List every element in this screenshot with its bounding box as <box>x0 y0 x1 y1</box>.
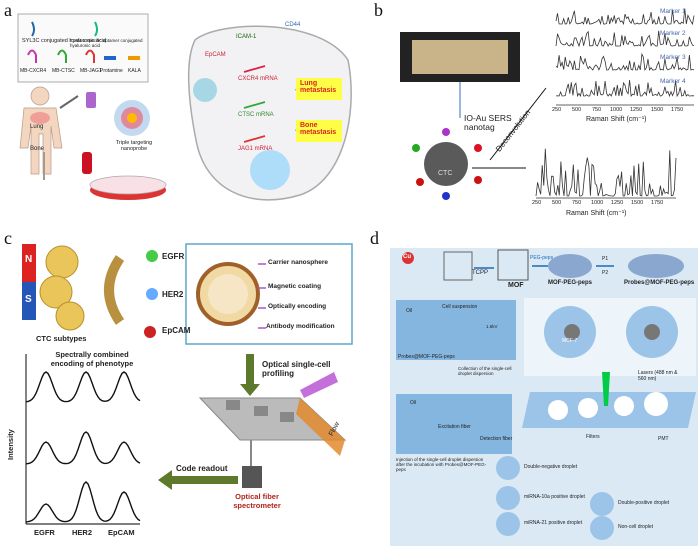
d-detection: Detection fiber <box>480 436 513 442</box>
marker-4: Marker 4 <box>660 78 686 85</box>
code-readout: Code readout <box>176 464 228 473</box>
tick-bot-250: 250 <box>532 200 542 206</box>
tick-bot-500: 500 <box>552 200 562 206</box>
tick-top-750: 750 <box>592 107 602 113</box>
panel-d-graphics <box>390 248 698 546</box>
d-oil: Oil <box>406 308 413 314</box>
axis-label-top: Raman Shift (cm⁻¹) <box>586 116 647 123</box>
xlabel-epcam: EpCAM <box>108 528 135 537</box>
panel-b-graphics <box>400 8 695 200</box>
body-lung: Lung <box>30 124 44 130</box>
marker-3: Marker 3 <box>660 54 686 61</box>
panel-d: d Cu TCPP MOF PEG-peps MOF-PEG-peps P1 P… <box>362 228 700 552</box>
d-mcf7: MCF-7 <box>562 338 578 344</box>
d-filters: Filters <box>586 434 600 440</box>
profiling-label: Optical single-cell profiling <box>262 360 331 378</box>
panel-b: b IO-Au SERS nanotag CTC Deconvolution M… <box>360 0 700 225</box>
panel-a-graphics <box>17 13 352 201</box>
tick-top-1750: 1750 <box>671 107 684 113</box>
legend-mb-ctsc: MB-CTSC <box>52 68 75 74</box>
tick-bot-750: 750 <box>572 200 582 206</box>
tick-bot-1000: 1000 <box>591 200 604 206</box>
tick-bot-1750: 1750 <box>651 200 664 206</box>
cell-lung-met: Lung metastasis <box>300 80 337 94</box>
panel-b-label: b <box>374 0 383 20</box>
d-cell-suspension: Cell suspension <box>442 304 478 310</box>
d-cu: Cu <box>403 254 411 260</box>
d-probes: Probes@MOF-PEG-peps <box>624 280 695 286</box>
legend-syl3c: SYL3C conjugated hyaluronic acid <box>22 38 107 44</box>
tick-top-1250: 1250 <box>630 107 643 113</box>
nanoprobe-label: Triple targeting nanoprobe <box>115 140 153 152</box>
d-mof-peg-peps: MOF-PEG-peps <box>548 280 593 286</box>
label-her2: HER2 <box>162 290 184 299</box>
d-droplet-mirna10a: miRNA-10a positive droplet <box>524 494 585 500</box>
nanotag-label: IO-Au SERS nanotag <box>464 113 512 132</box>
body-bone: Bone <box>30 146 45 152</box>
legend-mb-jag1: MB-JAG1 <box>80 68 102 74</box>
tick-bot-1250: 1250 <box>611 200 624 206</box>
layer-magnetic: Magnetic coating <box>268 283 322 290</box>
d-excitation: Excitation fiber <box>438 424 471 430</box>
d-droplet-double-negative: Double-negative droplet <box>524 464 578 470</box>
magnet-n: N <box>25 254 33 265</box>
cell-cd44: CD44 <box>285 22 301 28</box>
tick-top-250: 250 <box>552 107 562 113</box>
d-droplet-mirna21: miRNA-21 positive droplet <box>524 520 583 526</box>
legend-mb-cxcr4: MB-CXCR4 <box>20 68 47 74</box>
panel-a: a SYL3C conjugated hya <box>0 0 360 225</box>
cell-ctsc: CTSC mRNA <box>238 112 274 118</box>
axis-label-bottom: Raman Shift (cm⁻¹) <box>566 210 627 217</box>
label-egfr: EGFR <box>162 252 185 261</box>
d-mof: MOF <box>508 282 524 289</box>
tick-top-1500: 1500 <box>651 107 664 113</box>
legend-kala: KALA <box>128 68 141 74</box>
cell-icam1: ICAM-1 <box>236 34 257 40</box>
cell-jag1: JAG1 mRNA <box>238 146 273 152</box>
ctc-subtypes: CTC subtypes <box>36 334 87 343</box>
legend-protamine: Protamine <box>100 68 123 74</box>
marker-1: Marker 1 <box>660 8 686 15</box>
cell-bone-met: Bone metastasis <box>300 122 337 136</box>
d-peg-peps: PEG-peps <box>530 255 554 261</box>
d-oil-2: Oil <box>410 400 417 406</box>
xlabel-her2: HER2 <box>72 528 93 537</box>
layer-carrier: Carrier nanosphere <box>268 259 328 266</box>
legend-icam: ICAM-1 specific aptamer conjugated hyalu… <box>70 38 143 48</box>
d-tcpp: TCPP <box>472 270 489 276</box>
d-lasers: Lasers (488 nm & 560 nm) <box>638 370 678 382</box>
marker-2: Marker 2 <box>660 30 686 37</box>
spectrometer-label: Optical fiber spectrometer <box>233 492 281 510</box>
d-droplet-non-cell: Non-cell droplet <box>618 524 654 530</box>
d-p1: P1 <box>602 256 609 262</box>
d-probes-2: Probes@MOF-PEG-peps <box>398 354 455 360</box>
label-epcam: EpCAM <box>162 326 191 335</box>
panel-c-graphics <box>22 243 353 525</box>
panel-d-label: d <box>370 228 379 248</box>
layer-antibody: Antibody modification <box>266 323 335 330</box>
panel-c: c N S CTC subtypes EGFR HER2 <box>0 228 360 552</box>
d-collection: Collection of the single-cell droplet di… <box>458 366 512 376</box>
magnet-s: S <box>25 294 32 305</box>
d-droplet-double-positive: Double-positive droplet <box>618 500 670 506</box>
d-pmt: PMT <box>658 436 669 442</box>
panel-c-label: c <box>4 228 12 248</box>
panel-a-label: a <box>4 0 12 20</box>
layer-optical: Optically encoding <box>268 303 327 310</box>
d-p2: P2 <box>602 270 609 276</box>
d-injection: Injection of the single-cell droplet dis… <box>396 457 487 472</box>
tick-top-500: 500 <box>572 107 582 113</box>
d-kv: 1.6kV <box>486 324 498 329</box>
tick-bot-1500: 1500 <box>631 200 644 206</box>
cell-cxcr4: CXCR4 mRNA <box>238 76 278 82</box>
tick-top-1000: 1000 <box>610 107 623 113</box>
ylabel-intensity: Intensity <box>6 429 15 460</box>
spectra-title: Spectrally combined encoding of phenotyp… <box>50 350 134 368</box>
ctc-label: CTC <box>438 170 453 177</box>
cell-epcam: EpCAM <box>205 52 226 58</box>
xlabel-egfr: EGFR <box>34 528 55 537</box>
